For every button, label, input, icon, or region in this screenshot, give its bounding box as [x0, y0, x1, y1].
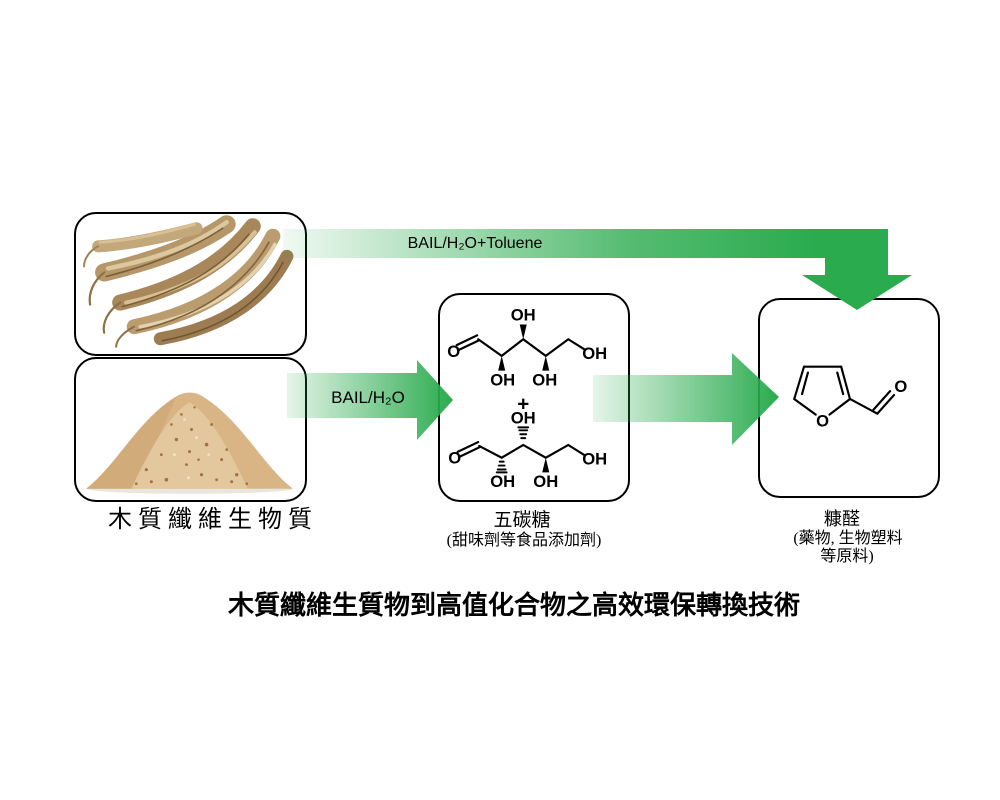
- atom-label-o: O: [894, 377, 907, 396]
- toluene-route-label: BAIL/H₂O+Toluene: [407, 235, 543, 252]
- furfural-box: O O: [758, 298, 940, 498]
- atom-label-oh: OH: [533, 472, 558, 491]
- atom-label-oh: OH: [490, 472, 515, 491]
- atom-label-oh: OH: [582, 344, 607, 363]
- plus-sign: +: [517, 393, 529, 416]
- atom-label-o: O: [447, 342, 460, 361]
- biomass-fiber-box: [74, 212, 307, 356]
- pentose-box: OH O OH OH OH +: [438, 293, 630, 502]
- pentose-molecule-2: OH O OH OH OH: [448, 408, 607, 491]
- hash-wedge-up: [517, 426, 530, 440]
- sawdust-pile-illustration: [86, 392, 293, 494]
- pentose-subcaption: (甜味劑等食品添加劑): [446, 532, 602, 549]
- aldehyde-group: O: [848, 377, 907, 415]
- fiber-bundle-illustration: [83, 215, 294, 348]
- furfural-subcaption-line2: 等原料): [820, 548, 874, 565]
- water-route-label: BAIL/H₂O: [331, 388, 405, 407]
- atom-label-oh: OH: [490, 370, 515, 389]
- hash-wedge-down: [495, 460, 508, 474]
- furfural-caption: 糠醛: [824, 509, 860, 529]
- furan-ring: O: [793, 365, 852, 430]
- biomass-sawdust-box: [74, 357, 307, 502]
- pentose-molecule-1: OH O OH OH OH: [447, 306, 607, 390]
- biomass-caption: 木質纖維生物質: [108, 507, 318, 533]
- furfural-subcaption-line1: (藥物, 生物塑料: [793, 530, 903, 547]
- pentose-structures: OH O OH OH OH +: [447, 306, 607, 491]
- atom-label-oh: OH: [511, 408, 536, 427]
- atom-label-o: O: [448, 449, 461, 468]
- atom-label-oh: OH: [511, 306, 536, 325]
- diagram-title: 木質纖維生質物到高值化合物之高效環保轉換技術: [227, 591, 800, 620]
- atom-label-oh: OH: [532, 370, 557, 389]
- atom-label-o: O: [816, 411, 829, 430]
- pentose-caption: 五碳糖: [493, 510, 551, 531]
- furfural-structure: O O: [793, 365, 907, 430]
- atom-label-oh: OH: [582, 450, 607, 469]
